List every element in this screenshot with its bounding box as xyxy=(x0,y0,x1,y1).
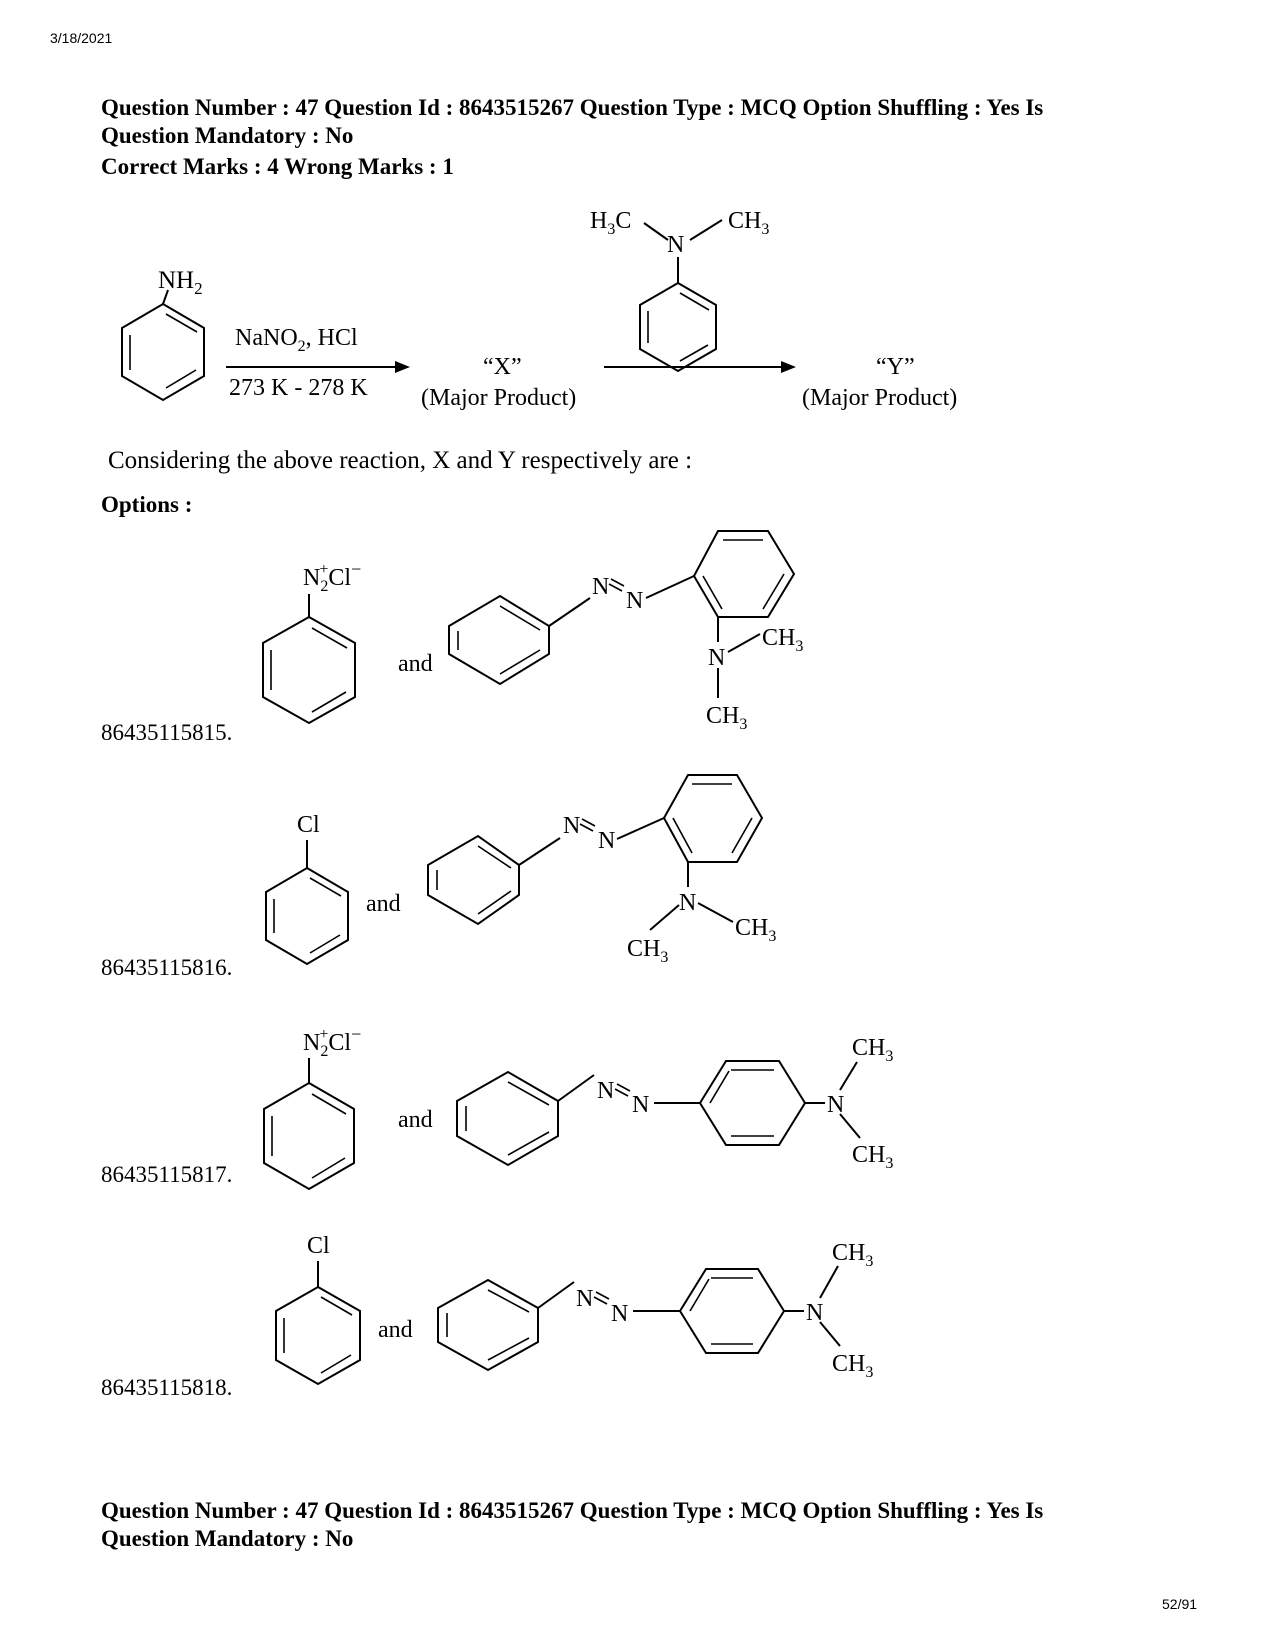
and-label: and xyxy=(366,891,401,917)
question-prompt: Considering the above reaction, X and Y … xyxy=(108,447,692,474)
azo-n2: N xyxy=(598,828,615,854)
ch3-label: CH3 xyxy=(852,1035,893,1065)
option-1-structures: N2+Cl− and N N N CH3 CH3 xyxy=(262,530,803,733)
option-1-id[interactable]: 86435115815. xyxy=(101,720,233,745)
reaction-scheme: NH2 NaNO2, HCl 273 K - 278 K “X” (Major … xyxy=(121,208,957,411)
next-question-header-line1: Question Number : 47 Question Id : 86435… xyxy=(101,1498,1044,1523)
next-question-header: Question Number : 47 Question Id : 86435… xyxy=(101,1497,1181,1553)
azo-n2: N xyxy=(611,1301,628,1327)
azo-n1: N xyxy=(597,1078,614,1104)
product-x-caption: (Major Product) xyxy=(421,385,576,411)
page-number: 52/91 xyxy=(1162,1596,1198,1612)
ch3-label: CH3 xyxy=(735,915,776,945)
marks-line: Correct Marks : 4 Wrong Marks : 1 xyxy=(101,154,454,179)
amine-n: N xyxy=(708,645,725,671)
option-2-structures: Cl and N N N CH3 CH3 xyxy=(265,774,776,966)
ch3-label: CH3 xyxy=(852,1142,893,1172)
ch3-label: CH3 xyxy=(706,703,747,733)
print-date: 3/18/2021 xyxy=(50,30,113,46)
amine-n: N xyxy=(806,1300,823,1326)
condition-label: 273 K - 278 K xyxy=(229,375,368,401)
reagent-label: NaNO2, HCl xyxy=(235,325,358,355)
diazonium-label: N2+Cl− xyxy=(303,559,361,595)
reaction-arrow-2 xyxy=(604,361,796,373)
ch3-label: CH3 xyxy=(728,208,769,238)
option-3-structures: N2+Cl− and N N N CH3 CH3 xyxy=(263,1024,893,1191)
ch3-label: CH3 xyxy=(627,936,668,966)
azo-n1: N xyxy=(592,574,609,600)
chloro-label: Cl xyxy=(307,1233,330,1259)
and-label: and xyxy=(378,1317,413,1343)
option-4-id[interactable]: 86435115818. xyxy=(101,1375,233,1400)
product-y-label: “Y” xyxy=(876,354,915,380)
azo-n1: N xyxy=(563,813,580,839)
ch3-label: CH3 xyxy=(832,1351,873,1381)
azo-n2: N xyxy=(632,1092,649,1118)
and-label: and xyxy=(398,651,433,677)
product-x-label: “X” xyxy=(483,354,522,380)
amine-group-label: NH2 xyxy=(158,267,203,298)
options-label: Options : xyxy=(101,492,192,517)
ch3-label: CH3 xyxy=(762,625,803,655)
option-3-id[interactable]: 86435115817. xyxy=(101,1162,233,1187)
option-2-id[interactable]: 86435115816. xyxy=(101,955,233,980)
reaction-arrow-1: NaNO2, HCl 273 K - 278 K xyxy=(226,325,410,401)
diazonium-label: N2+Cl− xyxy=(303,1024,361,1060)
option-4-structures: Cl and N N N CH3 CH3 xyxy=(275,1233,873,1386)
question-header-line2: Question Mandatory : No xyxy=(101,123,354,148)
question-header: Question Number : 47 Question Id : 86435… xyxy=(101,94,1181,150)
next-question-header-line2: Question Mandatory : No xyxy=(101,1526,354,1551)
h3c-label: H3C xyxy=(590,208,631,238)
ch3-label: CH3 xyxy=(832,1240,873,1270)
azo-n2: N xyxy=(626,588,643,614)
nitrogen-label: N xyxy=(667,232,684,258)
azo-n1: N xyxy=(576,1286,593,1312)
amine-n: N xyxy=(827,1092,844,1118)
question-header-line1: Question Number : 47 Question Id : 86435… xyxy=(101,95,1044,120)
aniline-structure: NH2 xyxy=(121,267,205,402)
dimethylaniline-structure: H3C CH3 N xyxy=(590,208,769,373)
and-label: and xyxy=(398,1107,433,1133)
amine-n: N xyxy=(679,890,696,916)
product-y-caption: (Major Product) xyxy=(802,385,957,411)
chloro-label: Cl xyxy=(297,812,320,838)
